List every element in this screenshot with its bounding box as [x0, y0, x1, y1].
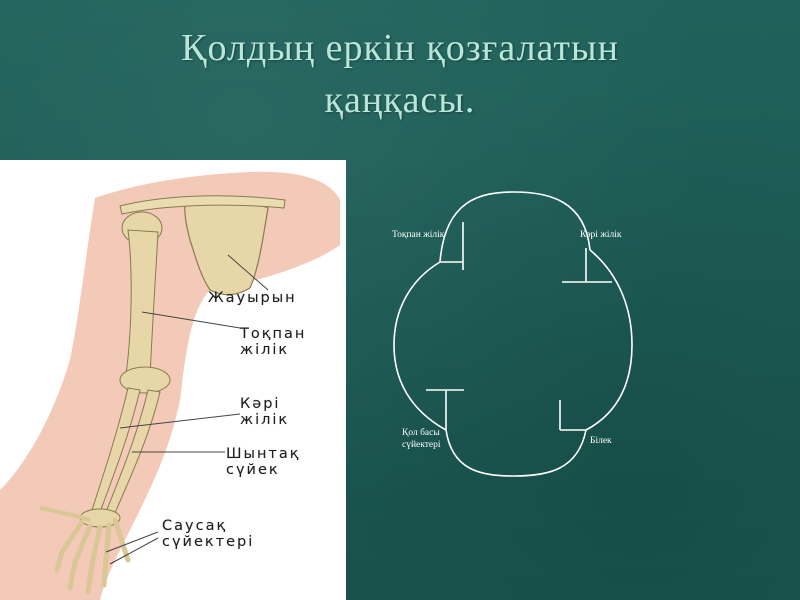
diagram-label-hand-bones-line1: Қол басы	[402, 428, 440, 439]
diagram-label-humerus: Тоқпан жілік	[392, 230, 444, 241]
diagram-left-lobe	[394, 262, 446, 430]
diagram-label-radius: Кәрі жілік	[580, 230, 622, 241]
diagram-bottom-lobe	[446, 430, 586, 476]
diagram-label-forearm: Білек	[590, 436, 612, 447]
diagram-label-hand-bones-line2: сүйектері	[402, 440, 441, 451]
diagram-right-lobe	[586, 250, 632, 430]
